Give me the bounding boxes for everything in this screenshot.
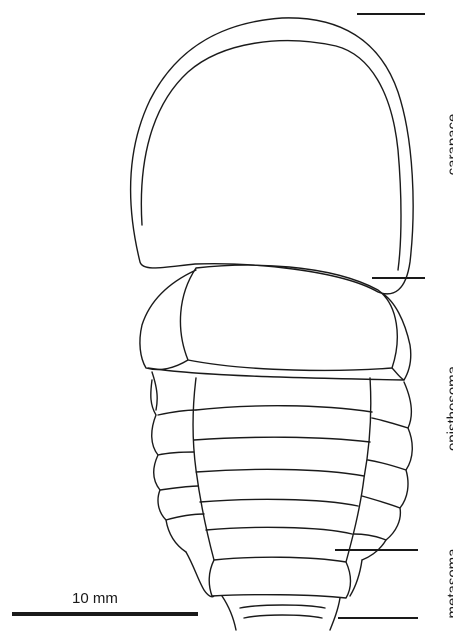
opisthosoma-pleura-fold-left (158, 410, 204, 520)
opisthosoma-segment-boundary-6 (206, 527, 352, 534)
opisthosoma-pleura-right-1 (380, 292, 411, 380)
metasoma-segment-2 (222, 596, 340, 630)
opisthosoma-fold-line-1b (152, 372, 157, 410)
opisthosoma-axis-left (193, 378, 214, 560)
opisthosoma-segment-boundary-5 (200, 499, 358, 506)
opisthosoma-segment-boundary-2 (196, 406, 372, 412)
metasoma-segment-1 (209, 557, 350, 598)
opisthosoma-segment-boundary-3 (194, 437, 370, 442)
carapace-label: carapace (445, 90, 453, 200)
opisthosoma-tergite-1 (180, 265, 397, 370)
scale-bar-label: 10 mm (72, 590, 118, 607)
metasoma-label: metasoma (445, 531, 453, 637)
metasoma-pleura-right (350, 560, 362, 596)
opisthosoma-pleura-fold-right (354, 418, 408, 540)
carapace-outline (131, 18, 414, 294)
opisthosoma-segment-boundary-4 (196, 469, 364, 476)
metasoma-telson-base (240, 605, 325, 618)
opisthosoma-label: opisthosoma (445, 346, 453, 472)
carapace-inner-rim (141, 41, 401, 270)
opisthosoma-segment-outline-right (362, 382, 412, 560)
